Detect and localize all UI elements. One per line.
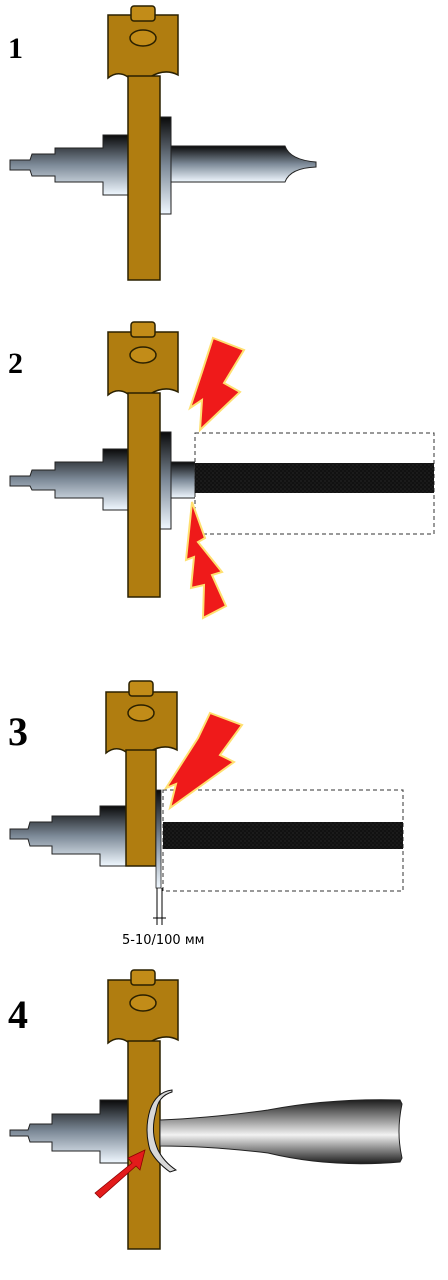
- bolt-head: [130, 321, 156, 338]
- step-1: 1: [8, 5, 317, 281]
- tool-bar: [159, 1099, 403, 1165]
- step-number: 1: [8, 32, 23, 65]
- bolt: [129, 994, 157, 1012]
- bolt-head: [130, 5, 156, 22]
- plate: [107, 5, 179, 281]
- electrode-bar: [195, 463, 434, 493]
- shaft: [9, 116, 317, 215]
- shaft: [9, 1099, 129, 1164]
- shaft: [9, 448, 129, 511]
- spark-icon: [188, 336, 246, 433]
- bolt: [129, 29, 157, 47]
- plate: [107, 321, 179, 598]
- step-4: 4: [8, 969, 403, 1250]
- spark-icon: [184, 501, 228, 620]
- shaft-stub: [170, 461, 196, 499]
- step-number: 2: [8, 347, 23, 380]
- step-2: 2: [8, 321, 435, 620]
- shaft: [9, 805, 127, 867]
- arrow-icon: [94, 1149, 146, 1199]
- thin-disc: [155, 789, 162, 889]
- gap-label: 5-10/100 мм: [122, 933, 204, 948]
- burr: [146, 1089, 178, 1173]
- bolt-head: [130, 969, 156, 986]
- bolt: [129, 346, 157, 364]
- gap-dimension: [153, 888, 166, 925]
- step-3: 3 5-10/100 мм: [8, 680, 404, 948]
- step-number: 3: [8, 709, 28, 754]
- step-number: 4: [8, 992, 28, 1037]
- electrode-bar: [163, 822, 403, 849]
- bolt: [127, 704, 155, 722]
- spark-icon: [163, 711, 244, 811]
- plate: [105, 680, 178, 867]
- bolt-head: [128, 680, 154, 697]
